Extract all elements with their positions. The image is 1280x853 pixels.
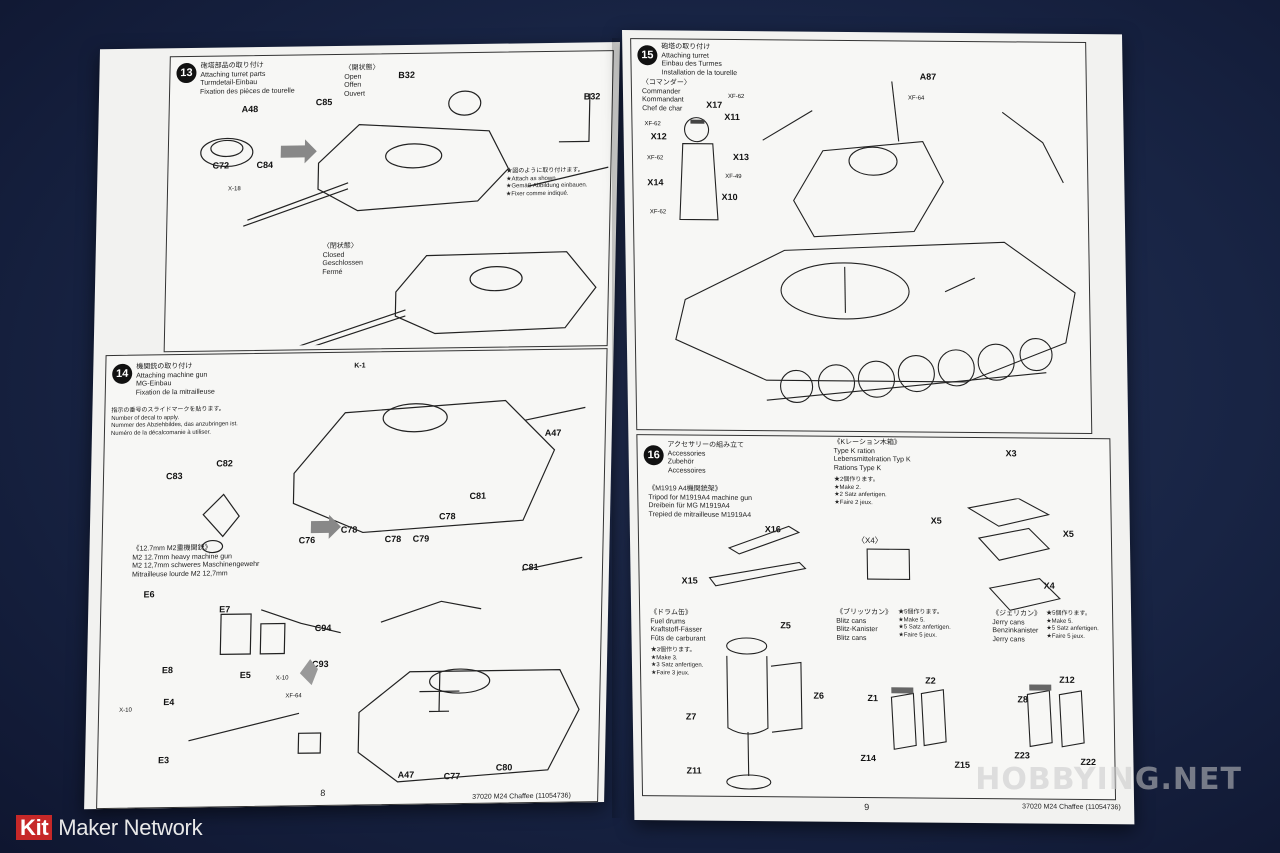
page-number-left: 8	[320, 787, 326, 798]
turret-open-drawing	[200, 90, 609, 347]
step-15-titles: 砲塔の取り付け Attaching turret Einbau des Turm…	[661, 43, 738, 77]
turret-mg-drawing	[188, 399, 586, 783]
paint-code: X-10	[119, 707, 132, 714]
k-ration-titles: 《Kレーション木箱》 Type K ration Lebensmittelrat…	[833, 438, 911, 472]
step-13-panel: 13 砲塔部品の取り付け Attaching turret parts Turm…	[163, 50, 614, 353]
accessories-drawing	[708, 497, 1085, 790]
step-15-panel: 15 砲塔の取り付け Attaching turret Einbau des T…	[630, 38, 1093, 435]
m24-tank-drawing	[675, 81, 1076, 404]
part-label: X3	[1005, 448, 1017, 459]
step-15-number: 15	[637, 45, 658, 66]
part-label: K-1	[354, 362, 366, 370]
step-16-panel: 16 アクセサリーの組み立て Accessories Zubehör Acces…	[636, 434, 1117, 801]
step-16-titles: アクセサリーの組み立て Accessories Zubehör Accessoi…	[667, 441, 745, 475]
step-14-number: 14	[111, 363, 133, 384]
kitmaker-watermark: Kit Maker Network	[16, 815, 203, 841]
instruction-page-right: 15 砲塔の取り付け Attaching turret Einbau des T…	[622, 30, 1135, 825]
hobbying-watermark: HOBBYING.NET	[975, 762, 1242, 797]
part-label: A87	[919, 71, 937, 82]
footer-right: 37020 M24 Chaffee (11054736)	[1022, 803, 1121, 812]
footer-left: 37020 M24 Chaffee (11054736)	[472, 792, 571, 801]
step-13-number: 13	[176, 62, 197, 84]
part-label: B32	[398, 69, 415, 81]
page-number-right: 9	[864, 802, 870, 813]
step-14-panel: 14 機関銃の取り付け Attaching machine gun MG-Ein…	[96, 348, 608, 810]
step-16-number: 16	[643, 445, 664, 466]
instruction-page-left: 13 砲塔部品の取り付け Attaching turret parts Turm…	[84, 42, 621, 810]
